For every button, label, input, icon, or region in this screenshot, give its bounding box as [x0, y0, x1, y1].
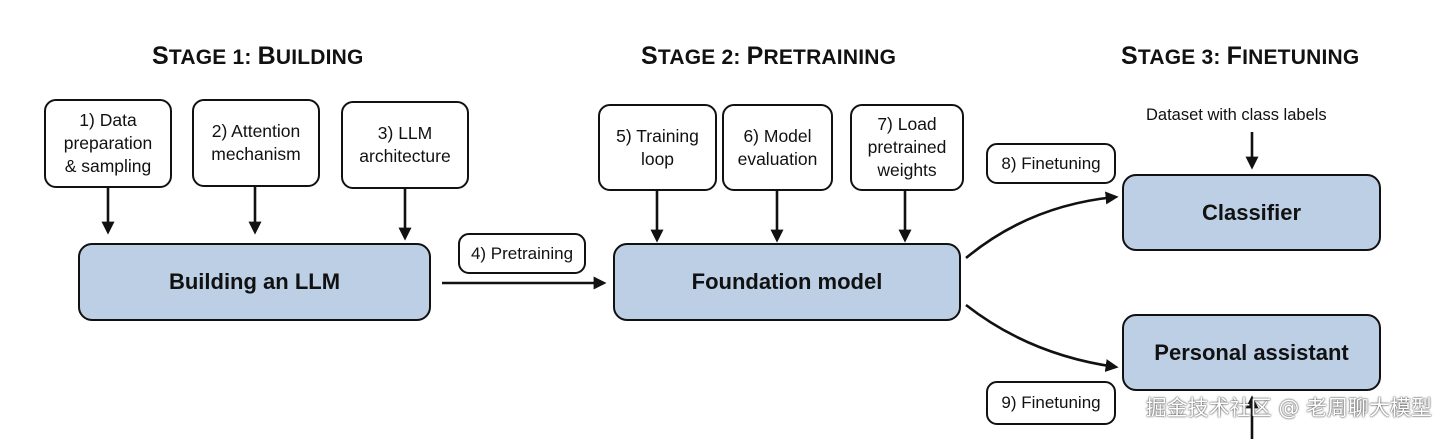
step-data-preparation: 1) Data preparation & sampling: [44, 99, 172, 188]
watermark-text: 掘金技术社区 @ 老周聊大模型: [1145, 396, 1432, 420]
dataset-label: Dataset with class labels: [1146, 106, 1327, 124]
step-attention-mechanism: 2) Attention mechanism: [192, 99, 320, 187]
node-foundation-model: Foundation model: [613, 243, 961, 321]
node-building-an-llm: Building an LLM: [78, 243, 431, 321]
arrow-finetune-assistant: [965, 303, 1119, 372]
step-llm-architecture: 3) LLM architecture: [341, 101, 469, 189]
step-load-pretrained-weights: 7) Load pretrained weights: [850, 104, 964, 191]
label-pretraining: 4) Pretraining: [458, 233, 586, 274]
step-training-loop: 5) Training loop: [598, 104, 717, 191]
stage-3-title: STAGE 3: FINETUNING: [1121, 42, 1360, 70]
node-personal-assistant: Personal assistant: [1122, 314, 1381, 391]
label-finetuning-8: 8) Finetuning: [986, 143, 1116, 184]
stage-2-title: STAGE 2: PRETRAINING: [641, 42, 897, 70]
stage-1-title: STAGE 1: BUILDING: [152, 42, 364, 70]
step-model-evaluation: 6) Model evaluation: [722, 104, 833, 191]
arrow-finetune-classifier: [965, 191, 1119, 260]
label-finetuning-9: 9) Finetuning: [986, 381, 1116, 425]
node-classifier: Classifier: [1122, 174, 1381, 251]
